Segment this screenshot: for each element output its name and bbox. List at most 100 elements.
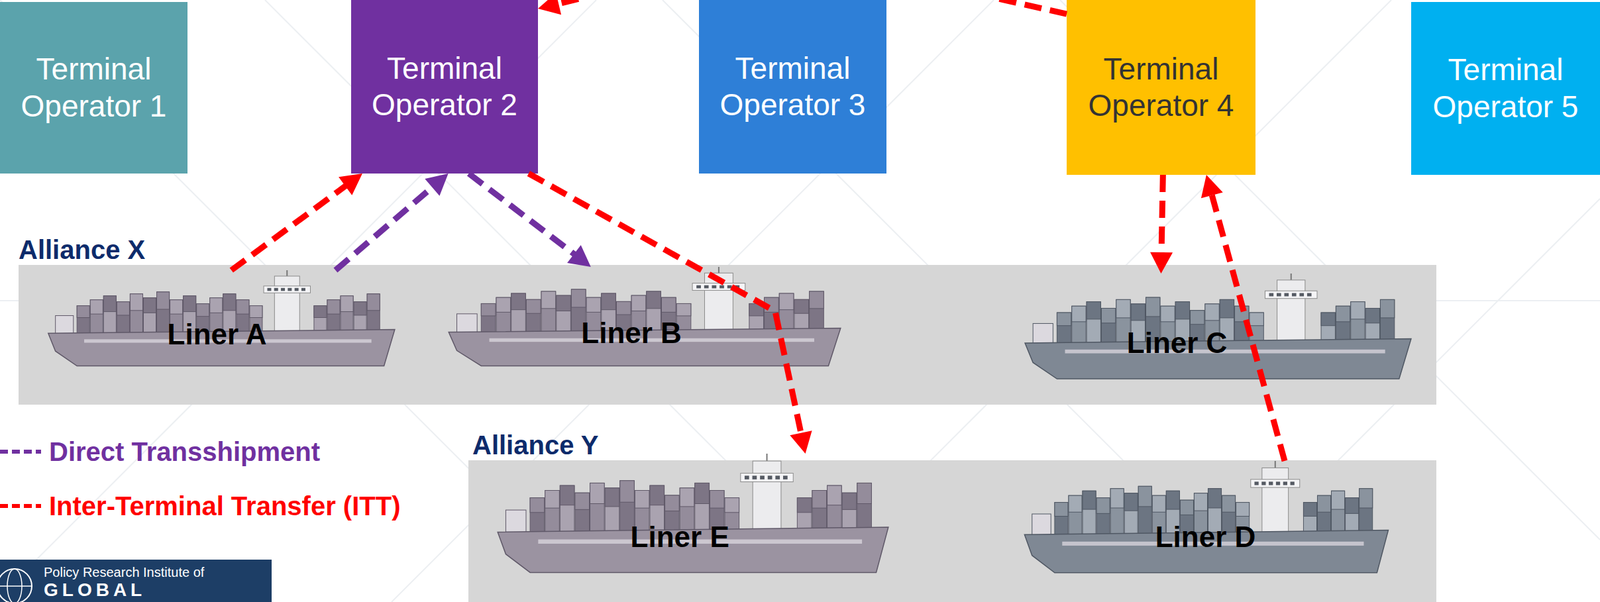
container-tier [541,291,556,309]
liner-label: Liner C [1126,326,1228,361]
container-tier [556,295,572,311]
liner-label: Liner A [167,318,267,352]
bridge-wing [692,283,746,291]
container-stack [511,293,527,335]
bridge-wing [1250,479,1300,488]
inter-terminal-transfer-arrow [1150,174,1173,274]
container-stack [604,488,620,535]
bridge-tower [274,276,300,336]
container-tier [1350,302,1365,320]
container-tier [764,297,780,313]
legend-label: Inter-Terminal Transfer (ITT) [49,491,401,521]
bridge-window [294,288,299,291]
container-tier [842,492,857,510]
container-tier [327,300,340,315]
container-tier [1130,304,1145,321]
stern-house [1032,514,1051,538]
container-tier [1193,493,1208,511]
bridge-window [1269,293,1275,297]
container-tier [812,490,827,509]
connector-line [231,183,349,271]
globe-icon [0,559,40,602]
inter-terminal-transfer-arrow [1201,174,1285,462]
container-tier [530,498,545,513]
container-tier [779,293,794,311]
container-tier [1205,304,1220,321]
container-tier [827,485,843,506]
bridge-window [287,288,292,291]
container-stack [779,293,794,335]
stern-house [457,314,478,335]
connector-line [335,184,436,271]
liner-ship: Liner B [440,266,847,370]
bridge-window [1290,481,1295,485]
container-stack [1071,306,1086,346]
container-tier [1219,299,1234,319]
container-tier [1101,308,1116,323]
container-stack [541,291,556,335]
container-tier [526,299,541,314]
globe-outline [0,569,32,602]
container-tier [76,306,90,319]
container-tier [571,289,586,308]
bridge-tower [1277,280,1306,346]
terminal-label: Terminal Operator 4 [1074,51,1248,124]
container-tier [665,495,680,512]
container-tier [1222,495,1236,513]
terminal-box: Terminal Operator 1 [0,1,188,174]
container-tier [1071,306,1086,322]
terminal-label: Terminal Operator 3 [706,50,879,124]
bridge-window [1254,481,1259,485]
container-stack [1359,488,1373,538]
container-stack [530,498,545,536]
ship-illustration [1016,461,1394,577]
container-stack [809,291,825,335]
container-tier [749,303,764,316]
container-tier [679,488,695,507]
container-stack [1331,490,1345,538]
container-tier [183,296,197,313]
ship-figure [497,453,889,573]
container-tier [661,297,676,313]
connector-line [469,173,578,257]
bridge-tower [1262,467,1289,537]
arrowhead [424,173,448,197]
direct-transshipment-arrow [469,173,591,267]
container-tier [143,298,156,314]
container-tier [1317,495,1331,513]
container-tier [1124,493,1138,511]
arrowhead [789,430,812,454]
container-tier [1096,498,1110,515]
container-stack [90,300,103,336]
bridge-window [266,288,271,291]
bridge-tower [752,461,782,535]
container-tier [590,482,605,504]
container-tier [1331,490,1345,510]
legend-sample-line [0,449,42,454]
bridge-window [301,288,306,291]
container-tier [634,490,650,509]
inter-terminal-transfer-arrow [231,173,363,271]
arrowhead [537,0,562,15]
container-stack [76,306,90,336]
globe-meridian [7,569,22,602]
liner-ship: Liner A [41,270,401,370]
container-tier [236,300,250,315]
container-stack [1056,312,1071,346]
container-tier [157,292,170,310]
container-stack [556,295,572,335]
alliance-label: Alliance Y [472,429,599,461]
container-tier [1110,488,1124,509]
container-tier [367,294,380,311]
container-stack [1054,502,1068,538]
bridge-window [1299,293,1304,297]
container-tier [1086,302,1101,320]
bridge-window [1283,293,1289,297]
bridge-window [1268,481,1273,485]
bridge-window [1307,293,1312,297]
container-stack [1138,486,1152,538]
bridge-tower [704,272,733,334]
legend-sample-line [0,504,42,509]
ship-figure [1024,461,1388,574]
liner-ship: Liner C [1016,273,1418,383]
